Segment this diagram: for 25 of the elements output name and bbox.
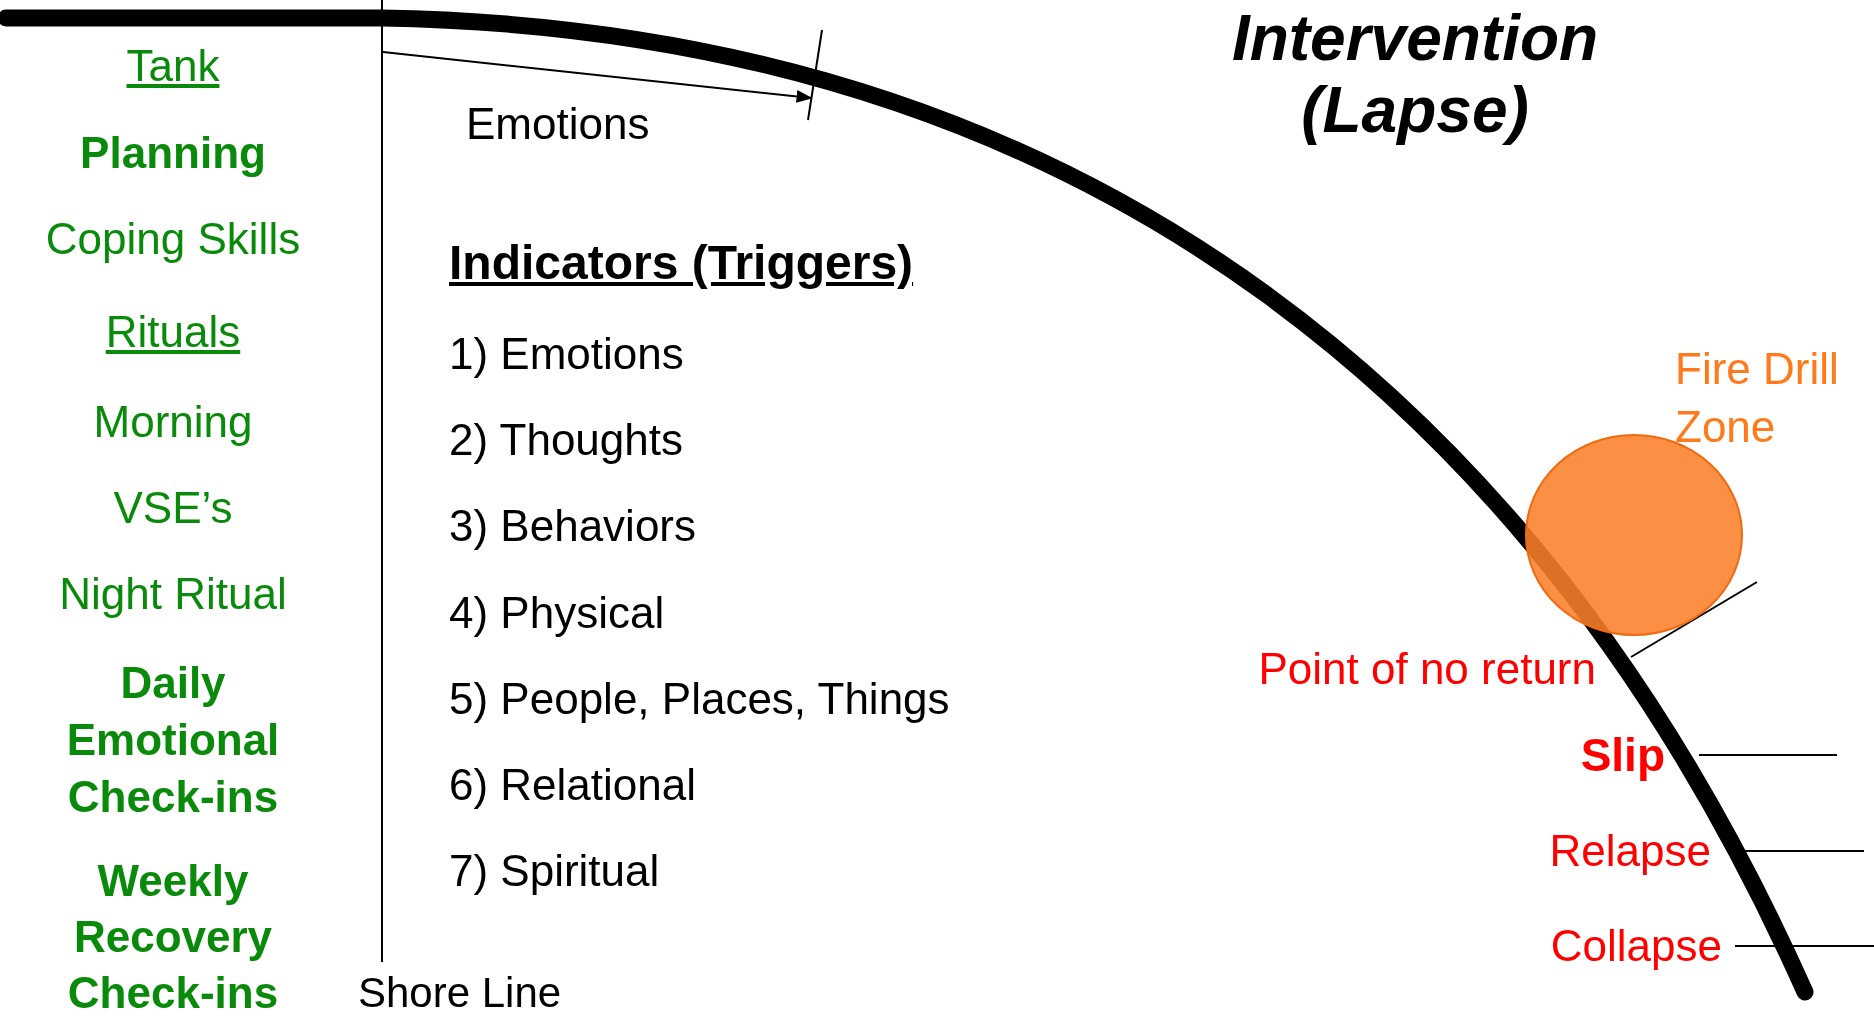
list-heading: Tank: [125, 40, 221, 92]
list-item: Daily Emotional Check-ins: [65, 657, 281, 823]
list-item: 5) People, Places, Things: [449, 672, 951, 725]
list-item: 6) Relational: [449, 759, 698, 811]
list-item: Weekly Recovery Check-ins: [66, 855, 280, 1019]
stage-label: Collapse: [1549, 920, 1722, 972]
list-item: Coping Skills: [44, 213, 302, 265]
stage-label: Point of no return: [1257, 643, 1596, 695]
list-item: 1) Emotions: [449, 328, 685, 380]
stage-label: Slip: [1579, 728, 1665, 782]
list-item: Night Ritual: [58, 568, 288, 620]
list-item: Morning: [92, 396, 254, 448]
list-item: 7) Spiritual: [449, 845, 661, 898]
list-item: 4) Physical: [449, 586, 666, 639]
list-item: VSE’s: [112, 482, 234, 534]
dimension-label: Emotions: [466, 98, 651, 150]
list-item: 2) Thoughts: [449, 414, 684, 467]
list-item: Planning: [79, 127, 267, 179]
section-heading: Indicators (Triggers): [449, 235, 915, 291]
list-heading: Rituals: [104, 306, 242, 358]
title: Intervention (Lapse): [1230, 2, 1600, 146]
list-item: 3) Behaviors: [449, 500, 697, 553]
shore-line-label: Shore Line: [358, 968, 563, 1018]
zone-label: Fire Drill Zone: [1675, 343, 1840, 453]
stage-label: Relapse: [1548, 825, 1711, 877]
